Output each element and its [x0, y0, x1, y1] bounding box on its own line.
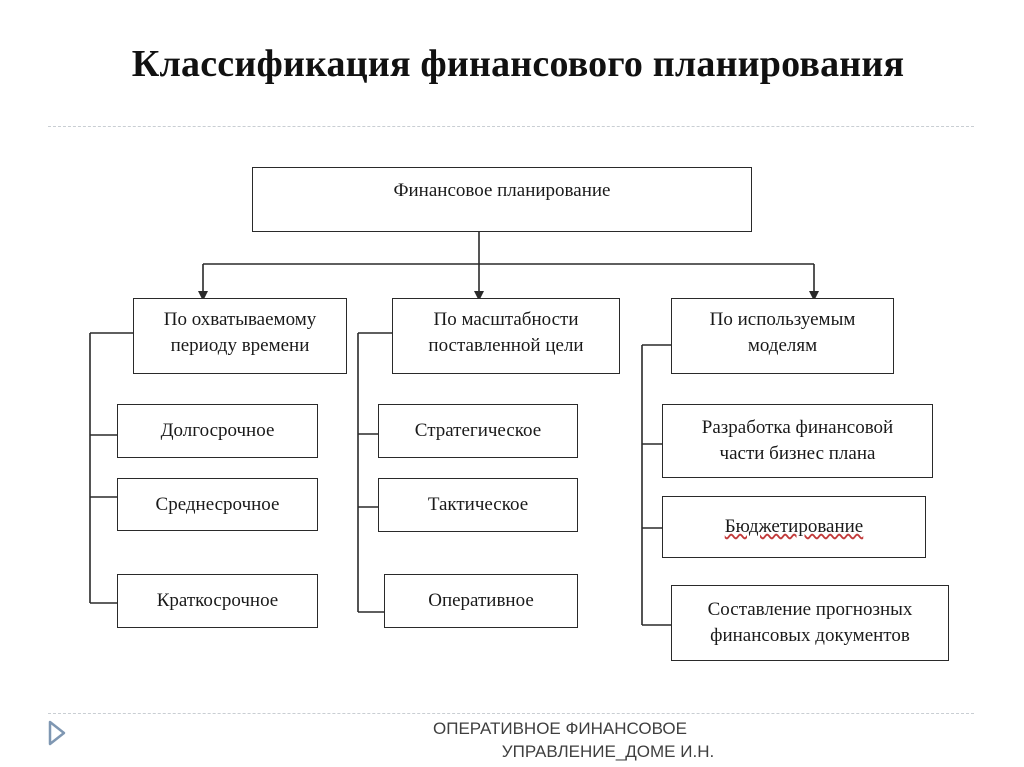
slide-title: Классификация финансового планирования [131, 43, 905, 85]
item-box: Оперативное [384, 574, 578, 628]
item-label: Стратегическое [414, 420, 542, 442]
bottom-divider [48, 713, 974, 714]
category-label: По масштабности поставленной цели [428, 309, 584, 356]
root-box: Финансовое планирование [252, 167, 752, 232]
footer: ОПЕРАТИВНОЕ ФИНАНСОВОЕ УПРАВЛЕНИЕ_ДОМЕ И… [360, 718, 760, 764]
item-box: Тактическое [378, 478, 578, 532]
footer-line-1: ОПЕРАТИВНОЕ ФИНАНСОВОЕ [433, 719, 687, 738]
top-divider [48, 126, 974, 127]
category-box-scale: По масштабности поставленной цели [392, 298, 620, 374]
item-label: Долгосрочное [160, 420, 275, 442]
item-box: Бюджетирование [662, 496, 926, 558]
item-label: Среднесрочное [155, 493, 280, 515]
item-box: Среднесрочное [117, 478, 318, 531]
item-box: Долгосрочное [117, 404, 318, 458]
item-label: Бюджетирование [724, 516, 864, 538]
item-label: Тактическое [427, 494, 529, 516]
item-label: Разработка финансовой части бизнес плана [701, 417, 894, 464]
category-label: По используемым моделям [709, 309, 856, 356]
category-box-period: По охватываемому периоду времени [133, 298, 347, 374]
item-label: Краткосрочное [156, 590, 279, 612]
category-box-models: По используемым моделям [671, 298, 894, 374]
item-box: Краткосрочное [117, 574, 318, 628]
item-box: Составление прогнозных финансовых докуме… [671, 585, 949, 661]
footer-line-2: УПРАВЛЕНИЕ_ДОМЕ И.Н. [501, 741, 715, 761]
item-box: Разработка финансовой части бизнес плана [662, 404, 933, 478]
category-label: По охватываемому периоду времени [163, 309, 317, 356]
next-slide-arrow-icon[interactable] [46, 720, 68, 746]
root-label: Финансовое планирование [393, 180, 611, 201]
item-box: Стратегическое [378, 404, 578, 458]
item-label: Составление прогнозных финансовых докуме… [707, 599, 913, 646]
item-label: Оперативное [428, 590, 534, 612]
